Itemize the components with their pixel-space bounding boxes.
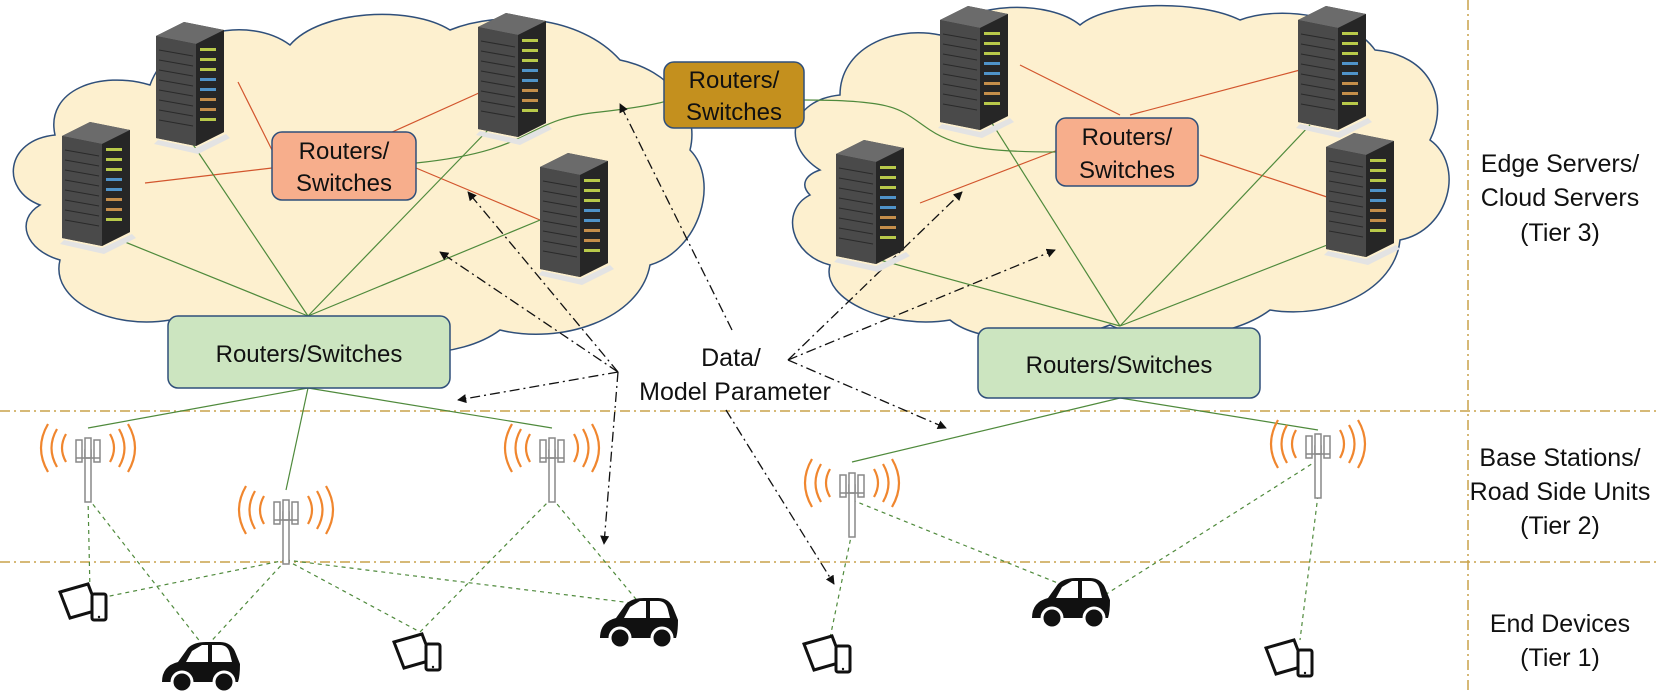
server-rack-icon (1295, 5, 1373, 139)
center-label-line: Data/ (701, 344, 761, 372)
tier-3-label: Edge Servers/ Cloud Servers (Tier 3) (1481, 150, 1639, 247)
router-label-line: Switches (296, 170, 392, 197)
center-label-line: Model Parameter (639, 378, 831, 406)
router-label-line: Routers/ (1082, 124, 1173, 151)
car-icon (598, 596, 680, 650)
tier-label-line: Road Side Units (1470, 478, 1651, 506)
router-label-line: Routers/Switches (1026, 352, 1213, 379)
flow-arrow (787, 191, 963, 361)
flow-arrow (619, 103, 733, 331)
tier-2-label: Base Stations/ Road Side Units (Tier 2) (1470, 444, 1651, 540)
gateway-station-links (87, 387, 1319, 491)
car-icon (160, 640, 242, 694)
flow-arrow (787, 248, 1056, 361)
tier-label-line: Edge Servers/ (1481, 150, 1639, 178)
router-right-cloud-core: Routers/ Switches (1055, 117, 1199, 187)
router-label-line: Switches (1079, 157, 1175, 184)
tier-label-line: (Tier 3) (1520, 219, 1600, 247)
flow-arrow (457, 371, 619, 404)
flow-arrow (600, 371, 619, 545)
server-rack-icon (937, 5, 1015, 139)
router-label-line: Switches (686, 99, 782, 126)
base-stations (39, 418, 1367, 566)
tier-label-line: Base Stations/ (1479, 444, 1640, 472)
right-cloud-links (803, 64, 1341, 327)
data-model-parameter-label: Data/ Model Parameter (639, 344, 831, 406)
end-devices (58, 576, 1314, 694)
router-label-line: Routers/ (299, 138, 390, 165)
flow-arrow (787, 359, 947, 429)
flow-arrow (439, 251, 619, 373)
cell-tower-icon (503, 422, 601, 504)
tier-label-line: (Tier 2) (1520, 512, 1600, 540)
cell-tower-icon (237, 484, 335, 566)
cell-tower-icon (803, 457, 901, 539)
flow-arrow (725, 409, 835, 585)
cell-tower-icon (39, 422, 137, 504)
data-flow-arrows (439, 103, 1056, 585)
left-cloud-links (119, 81, 669, 317)
tier-label-line: End Devices (1490, 610, 1630, 638)
wireless-links (87, 459, 1319, 649)
tablet-phone-icon (1264, 638, 1314, 678)
tablet-phone-icon (58, 582, 108, 622)
tier-label-line: Cloud Servers (1481, 184, 1639, 212)
router-right-gateway: Routers/Switches (977, 327, 1261, 399)
tablet-phone-icon (802, 634, 852, 674)
router-backbone: Routers/ Switches (663, 61, 805, 129)
cell-tower-icon (1269, 418, 1367, 500)
tier-1-label: End Devices (Tier 1) (1490, 610, 1630, 672)
server-rack-icon (833, 139, 911, 273)
router-left-gateway: Routers/Switches (167, 315, 451, 389)
server-rack-icon (475, 12, 553, 146)
server-rack-icon (153, 21, 231, 155)
tablet-phone-icon (392, 632, 442, 672)
router-label-line: Routers/Switches (216, 341, 403, 368)
router-label-line: Routers/ (689, 67, 780, 94)
server-rack-icon (59, 121, 137, 255)
flow-arrow (467, 191, 619, 373)
car-icon (1030, 576, 1112, 630)
router-left-cloud-core: Routers/ Switches (271, 131, 417, 201)
server-rack-icon (537, 152, 615, 286)
tier-label-line: (Tier 1) (1520, 644, 1600, 672)
server-rack-icon (1323, 132, 1401, 266)
